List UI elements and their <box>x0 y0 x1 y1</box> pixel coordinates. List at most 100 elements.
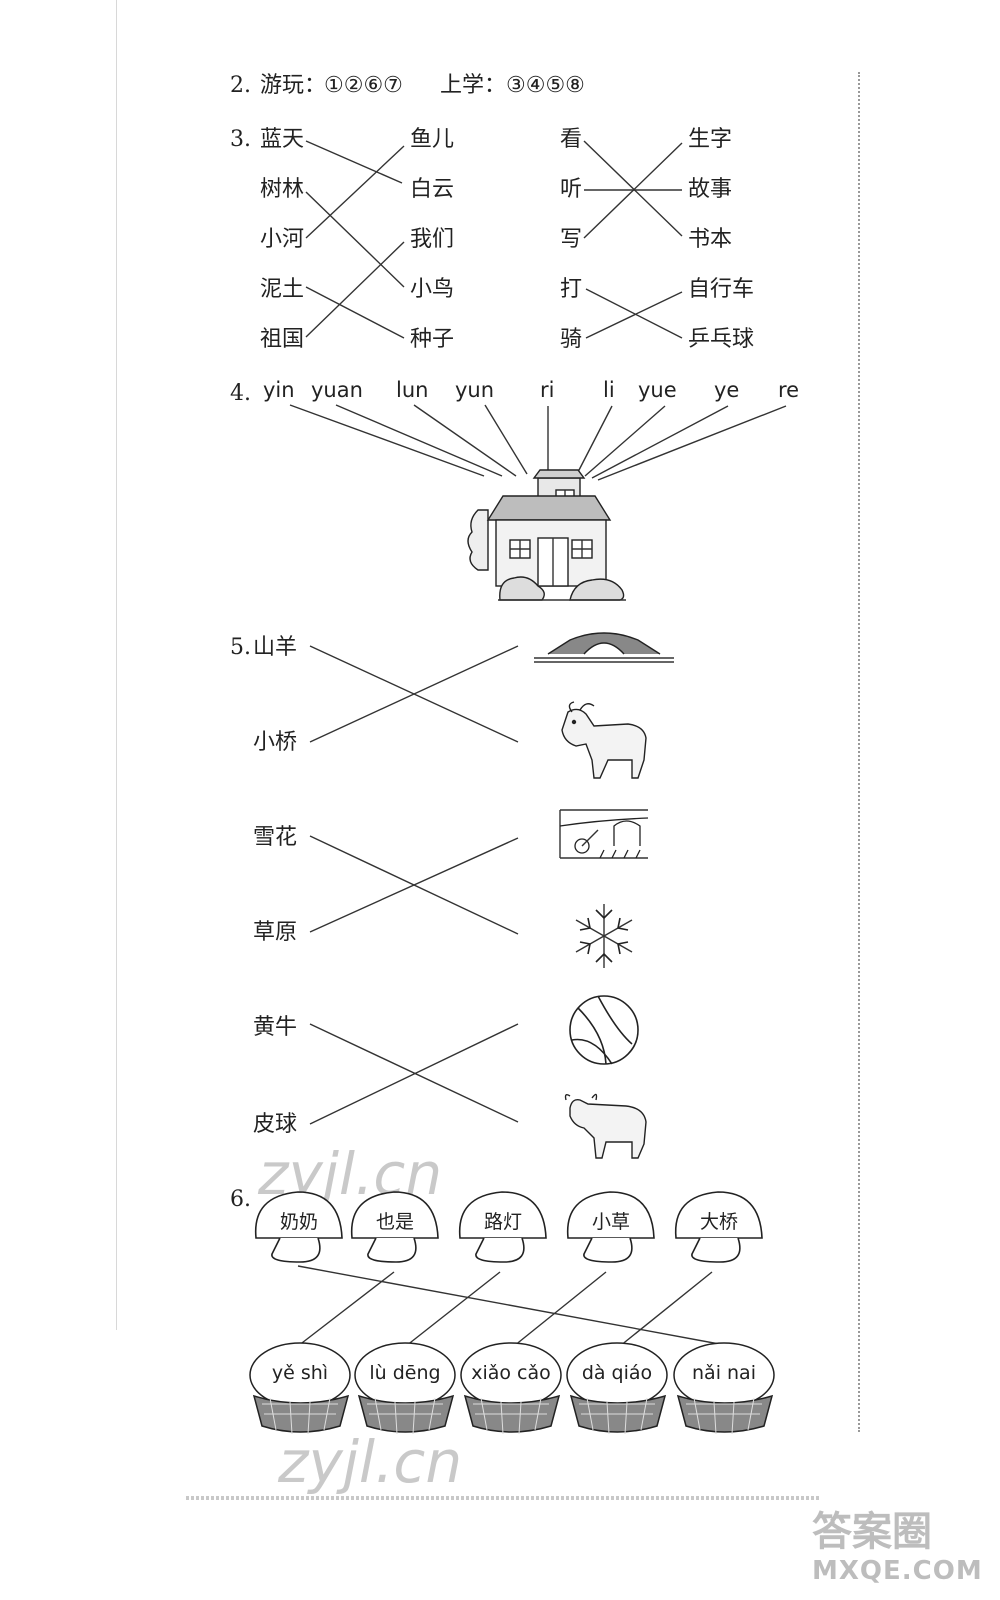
mushroom-icon-1 <box>350 1191 439 1263</box>
q4-syllable-2: lun <box>396 378 429 402</box>
q3-line-xie-shengzi <box>583 142 683 239</box>
corner-logo-url: MXQE.COM <box>812 1556 983 1586</box>
q6-line-ludeng <box>405 1271 501 1347</box>
q5-word-5: 皮球 <box>253 1112 298 1137</box>
q3-left-a-1: 树林 <box>260 177 305 202</box>
q3-line-kan-shuben <box>583 140 683 237</box>
corner-logo: 答案圈 MXQE.COM <box>812 1508 982 1592</box>
q3-line-qi-zixingche <box>585 291 683 339</box>
left-margin-rule <box>116 0 117 1330</box>
right-dotted-rule <box>858 72 860 1432</box>
q4-line-6 <box>584 405 666 477</box>
q3-right-a-2: 我们 <box>410 227 455 252</box>
basket-label-0: yě shì <box>271 1362 329 1384</box>
mushroom-icon-2 <box>458 1191 547 1263</box>
q3-right-b-4: 乒乓球 <box>688 327 755 352</box>
q3-left-b-3: 打 <box>560 277 583 302</box>
basket-icon-3 <box>566 1342 668 1435</box>
q3-right-b-1: 故事 <box>688 177 733 202</box>
q4-line-1 <box>335 404 503 477</box>
mushroom-icon-4 <box>674 1191 763 1263</box>
q4-line-0 <box>289 404 485 477</box>
q3-right-b-0: 生字 <box>688 127 733 152</box>
q4-line-2 <box>413 404 517 477</box>
q5-number: 5. <box>230 635 251 660</box>
q4-syllable-5: li <box>603 378 615 402</box>
ball-picture <box>569 995 639 1065</box>
q6-line-xiaocao <box>513 1271 607 1347</box>
goat-picture <box>561 701 647 779</box>
q4-line-8 <box>597 405 787 481</box>
q3-right-b-3: 自行车 <box>688 277 755 302</box>
ox-picture <box>564 1093 647 1159</box>
q3-left-a-4: 祖国 <box>260 327 305 352</box>
q5-word-0: 山羊 <box>253 635 298 660</box>
q4-syllable-0: yin <box>263 378 295 402</box>
q2-play-label: 游玩： <box>260 73 327 98</box>
watermark-bottom: zyjl.cn <box>278 1428 463 1496</box>
q6-line-yeshi <box>297 1271 395 1347</box>
q3-right-a-3: 小鸟 <box>410 277 455 302</box>
mushroom-icon-3 <box>566 1191 655 1263</box>
q4-syllable-8: re <box>778 378 800 402</box>
q5-line-bridge <box>309 645 519 743</box>
q3-right-b-2: 书本 <box>688 227 733 252</box>
q4-syllable-1: yuan <box>311 378 363 402</box>
house-illustration <box>467 469 626 601</box>
snowflake-picture <box>575 904 633 968</box>
basket-label-2: xiǎo cǎo <box>471 1362 551 1384</box>
basket-label-1: lù dēng <box>369 1362 441 1384</box>
mushroom-label-4: 大桥 <box>699 1211 738 1233</box>
mushroom-label-0: 奶奶 <box>279 1211 318 1233</box>
q4-syllable-7: ye <box>714 378 740 402</box>
q4-syllable-3: yun <box>455 378 495 402</box>
q3-left-a-0: 蓝天 <box>260 127 305 152</box>
q3-line-da-pingpang <box>585 288 683 339</box>
basket-icon-0 <box>249 1342 351 1435</box>
q5-line-ox <box>309 1023 519 1123</box>
q3-line-zuguo-women <box>305 241 405 338</box>
farm-picture <box>559 809 649 859</box>
q5-word-4: 黄牛 <box>253 1015 298 1040</box>
q3-right-a-4: 种子 <box>410 327 455 352</box>
bridge-picture <box>534 632 674 663</box>
q3-line-nitu-zhongzi <box>305 286 405 339</box>
q5-line-ball <box>309 1023 519 1125</box>
q4-line-5 <box>577 405 613 473</box>
q2-number: 2. <box>230 73 251 98</box>
q3-number: 3. <box>230 127 251 152</box>
mushroom-icon-0 <box>254 1191 343 1263</box>
q2-school-label: 上学： <box>440 73 507 98</box>
q6-line-daqiao <box>619 1271 713 1347</box>
q3-left-b-4: 骑 <box>560 327 583 352</box>
basket-label-4: nǎi nai <box>692 1362 756 1384</box>
q5-word-1: 小桥 <box>253 730 298 755</box>
q3-left-a-3: 泥土 <box>260 277 305 302</box>
q3-left-b-2: 写 <box>560 227 583 252</box>
q4-line-3 <box>484 404 528 475</box>
basket-icon-4 <box>673 1342 775 1435</box>
q5-word-3: 草原 <box>253 920 298 945</box>
mushroom-label-1: 也是 <box>375 1211 414 1233</box>
q5-line-farm <box>309 837 519 933</box>
q4-syllable-4: ri <box>540 378 555 402</box>
q2-play-values: ①②⑥⑦ <box>324 73 403 98</box>
q4-syllable-6: yue <box>638 378 677 402</box>
q3-left-a-2: 小河 <box>260 227 305 252</box>
q3-line-lantian-baiyun <box>305 140 403 184</box>
q2-school-values: ③④⑤⑧ <box>506 73 585 98</box>
q3-line-shulin-xiaoniao <box>305 191 405 288</box>
q5-word-2: 雪花 <box>253 825 298 850</box>
q3-left-b-0: 看 <box>560 127 583 152</box>
basket-label-3: dà qiáo <box>581 1362 653 1384</box>
q4-number: 4. <box>230 381 251 406</box>
q3-right-a-1: 白云 <box>410 177 455 202</box>
mushroom-label-2: 路灯 <box>483 1211 522 1233</box>
q3-line-xiaohe-yuer <box>305 145 405 239</box>
basket-icon-1 <box>354 1342 456 1435</box>
q3-right-a-0: 鱼儿 <box>410 127 455 152</box>
q4-line-7 <box>591 405 729 479</box>
q3-left-b-1: 听 <box>560 177 583 202</box>
basket-icon-2 <box>460 1342 562 1435</box>
